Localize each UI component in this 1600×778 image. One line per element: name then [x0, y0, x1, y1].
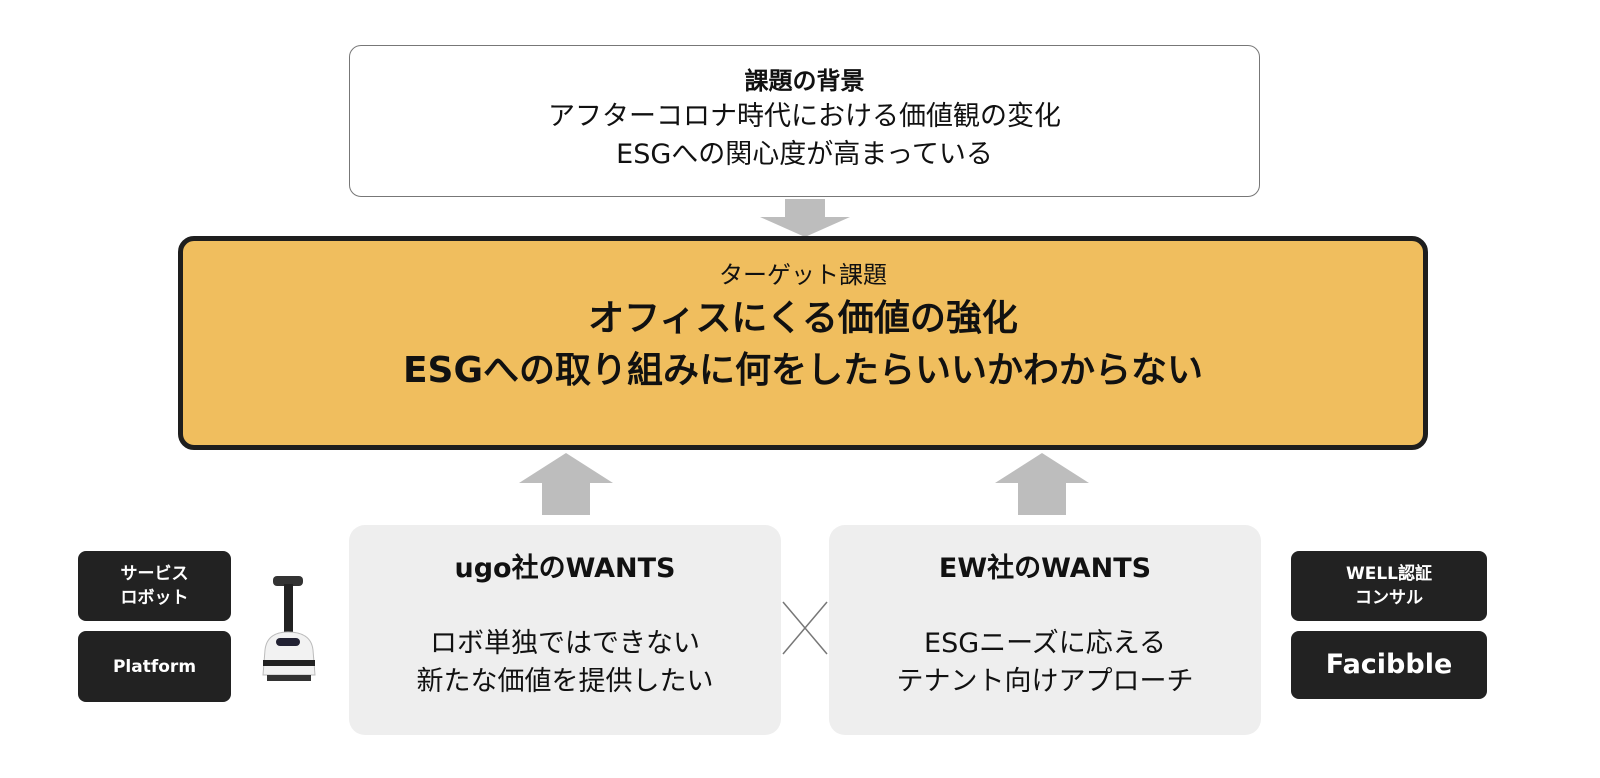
down-arrow-icon	[760, 199, 850, 237]
wants-line: 新たな価値を提供したい	[416, 666, 714, 697]
tag-well-consulting: WELL認証 コンサル	[1291, 551, 1487, 621]
target-headline: ESGへの取り組みに何をしたらいいかわからない	[402, 350, 1204, 391]
wants-line: ロボ単独ではできない	[430, 628, 700, 659]
ew-wants-box: EW社のWANTS ESGニーズに応えるテナント向けアプローチ	[829, 525, 1261, 735]
background-box: 課題の背景 アフターコロナ時代における価値観の変化 ESGへの関心度が高まってい…	[349, 45, 1260, 197]
target-subtitle: ターゲット課題	[719, 261, 887, 289]
up-arrow-icon	[519, 453, 613, 515]
background-line: ESGへの関心度が高まっている	[616, 139, 993, 170]
wants-title: ugo社のWANTS	[454, 553, 676, 584]
background-line: アフターコロナ時代における価値観の変化	[548, 101, 1061, 132]
tag-facibble: Facibble	[1291, 631, 1487, 699]
wants-line: ESGニーズに応える	[924, 628, 1166, 659]
wants-line: テナント向けアプローチ	[896, 666, 1194, 697]
tag-platform: Platform	[78, 631, 231, 702]
target-headline: オフィスにくる価値の強化	[588, 298, 1018, 339]
up-arrow-icon	[995, 453, 1089, 515]
robot-image	[262, 576, 316, 681]
target-issue-box: ターゲット課題 オフィスにくる価値の強化 ESGへの取り組みに何をしたらいいかわ…	[178, 236, 1428, 450]
background-title: 課題の背景	[744, 67, 865, 95]
cross-icon	[782, 601, 828, 655]
ugo-wants-box: ugo社のWANTS ロボ単独ではできない新たな価値を提供したい	[349, 525, 781, 735]
wants-title: EW社のWANTS	[938, 553, 1152, 584]
tag-service-robot: サービス ロボット	[78, 551, 231, 621]
